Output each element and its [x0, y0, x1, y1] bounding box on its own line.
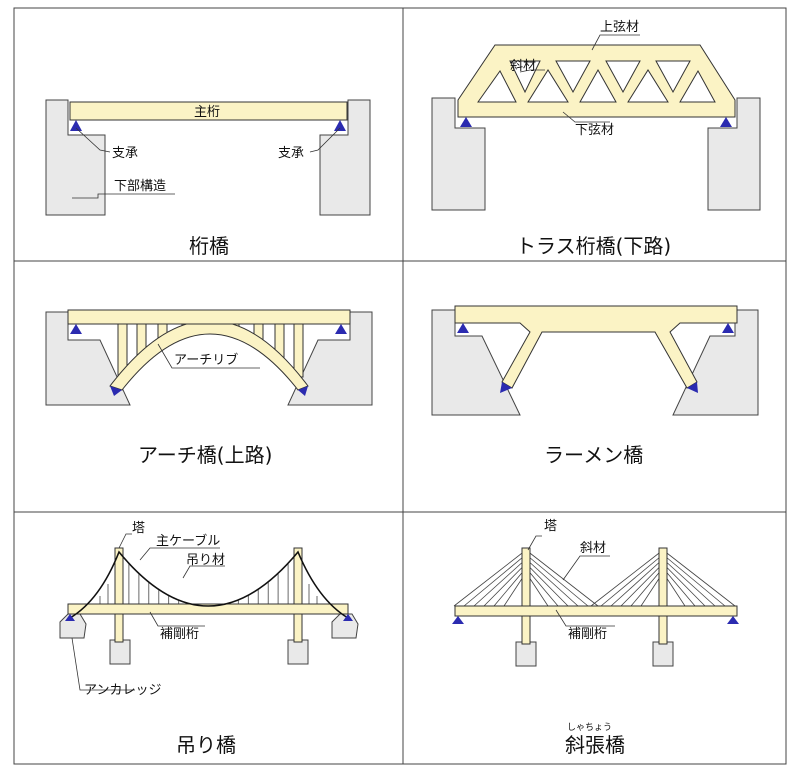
- panel-grid: [13, 7, 787, 765]
- stay-cable: [610, 558, 664, 607]
- leg-bearing-left: [500, 382, 512, 393]
- ruby-shachou: しゃちょう: [567, 722, 612, 733]
- stay-cable: [662, 563, 706, 607]
- stay-cable: [473, 558, 527, 607]
- panel-suspension-bridge: 塔 主ケーブル 吊り材 補剛桁 アンカレッジ 吊り橋: [59, 521, 359, 757]
- stay-cable: [590, 549, 664, 607]
- label-substructure: 下部構造: [114, 179, 166, 194]
- stay-cable: [525, 567, 559, 607]
- caption-arch-bridge: アーチ橋(上路): [138, 443, 272, 467]
- main-cable: [69, 550, 349, 619]
- label-stiffening-girder: 補剛桁: [160, 627, 199, 642]
- label-stay: 斜材: [580, 541, 606, 556]
- bearing-left: [457, 323, 469, 333]
- label-bearing-right: 支承: [278, 146, 304, 161]
- tower-footing-right: [652, 641, 674, 667]
- bearing-left: [452, 616, 464, 624]
- label-arch-rib: アーチリブ: [174, 352, 238, 368]
- anchor-point-left: [65, 614, 75, 621]
- anchor-point-right: [343, 614, 353, 621]
- stiffening-girder: [454, 605, 738, 617]
- tower-right: [293, 547, 303, 643]
- stay-cable: [620, 563, 664, 607]
- tower-footing-left: [515, 641, 537, 667]
- stay-cable: [483, 563, 527, 607]
- label-tower: 塔: [132, 521, 145, 536]
- bearing-left: [70, 120, 82, 131]
- label-tower: 塔: [544, 519, 557, 534]
- right-abutment: [319, 99, 371, 216]
- stay-cables: [453, 549, 736, 607]
- caption-rahmen-bridge: ラーメン橋: [544, 443, 643, 467]
- stay-cable: [493, 567, 527, 607]
- label-upper-chord: 上弦材: [600, 19, 639, 35]
- stay-cable: [662, 554, 726, 607]
- stay-cable: [525, 549, 599, 607]
- bearing-deck-right: [335, 324, 347, 334]
- main-girder: [69, 101, 348, 121]
- label-main-girder: 主桁: [194, 105, 220, 120]
- rahmen-frame: [454, 305, 738, 389]
- anchorage-right: [331, 613, 359, 639]
- stay-cable: [662, 549, 736, 607]
- hangers: [79, 563, 338, 612]
- label-main-cable: 主ケーブル: [156, 533, 220, 549]
- anchorage-left: [59, 613, 87, 639]
- stay-cable: [463, 554, 527, 607]
- tower-left: [521, 547, 531, 645]
- stay-cable: [600, 554, 664, 607]
- right-abutment: [707, 97, 761, 211]
- stay-cable: [662, 567, 696, 607]
- caption-suspension-bridge: 吊り橋: [176, 733, 236, 757]
- label-lower-chord: 下弦材: [575, 122, 614, 138]
- caption-truss-bridge: トラス桁橋(下路): [516, 234, 671, 258]
- stiffening-girder: [67, 603, 349, 615]
- bearing-right: [722, 323, 734, 333]
- bearing-right: [727, 616, 739, 624]
- stay-cable: [525, 563, 569, 607]
- panel-truss-bridge: 上弦材 斜材 下弦材 トラス桁橋(下路): [431, 19, 761, 258]
- bearing-right: [334, 120, 346, 131]
- panel-girder-bridge: 主桁 支承 支承 下部構造 桁橋: [45, 99, 371, 258]
- left-abutment: [45, 99, 106, 216]
- deck-girder: [67, 309, 351, 325]
- bearing-deck-left: [70, 324, 82, 334]
- label-hanger: 吊り材: [186, 553, 225, 568]
- left-abutment: [431, 309, 521, 416]
- tower-footing-right: [287, 639, 309, 665]
- caption-cable-stayed-bridge: 斜張橋: [565, 733, 625, 757]
- stay-cable: [662, 558, 716, 607]
- stay-cable: [453, 549, 527, 607]
- truss-frame: [457, 44, 736, 118]
- panel-cable-stayed-bridge: 塔 斜材 補剛桁 しゃちょう 斜張橋: [452, 519, 739, 757]
- bearing-left: [460, 117, 472, 127]
- stay-cable: [525, 558, 579, 607]
- label-diagonal: 斜材: [510, 59, 536, 74]
- label-anchorage: アンカレッジ: [84, 683, 161, 698]
- tower-right: [658, 547, 668, 645]
- label-bearing-left: 支承: [112, 146, 138, 161]
- panel-rahmen-bridge: ラーメン橋: [431, 305, 759, 467]
- bearing-right: [720, 117, 732, 127]
- tower-footing-left: [109, 639, 131, 665]
- caption-girder-bridge: 桁橋: [189, 234, 229, 258]
- label-stiffening-girder: 補剛桁: [568, 627, 607, 642]
- arch-springing-right: [298, 386, 308, 396]
- leg-bearing-right: [687, 382, 698, 393]
- tower-left: [114, 547, 124, 643]
- left-abutment: [431, 97, 486, 211]
- panel-arch-bridge: アーチリブ アーチ橋(上路): [45, 309, 373, 467]
- stay-cable: [630, 567, 664, 607]
- arch-springing-left: [110, 386, 122, 396]
- stay-cable: [525, 554, 589, 607]
